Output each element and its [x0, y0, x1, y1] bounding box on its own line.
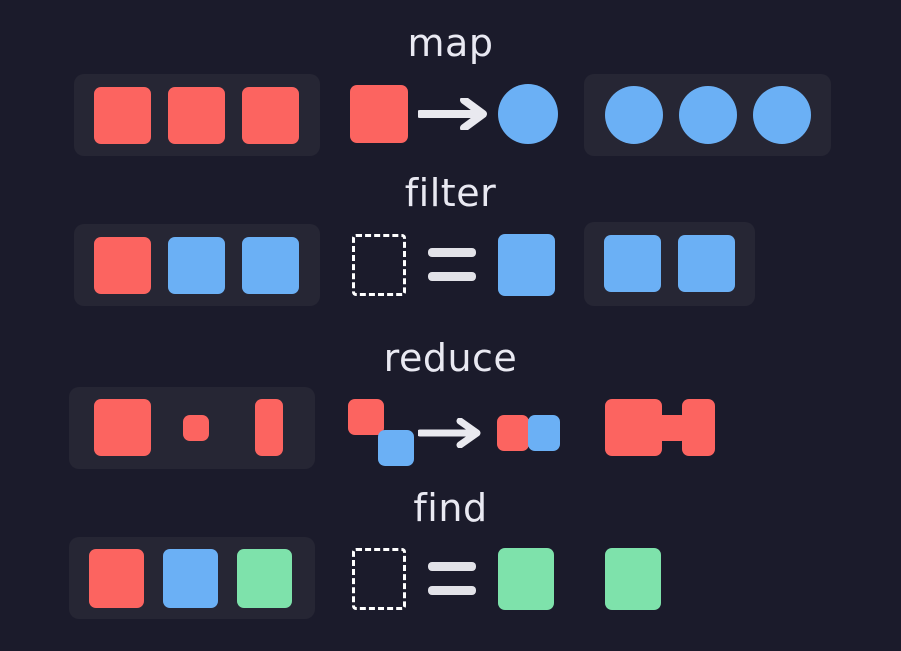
filter-predicate-placeholder — [352, 234, 406, 296]
filter-output-item-1 — [604, 235, 661, 292]
find-input-item-2 — [163, 549, 218, 608]
reduce-input-tray — [69, 387, 315, 469]
equals-bar-bottom — [428, 586, 476, 595]
reduce-input-item-3 — [255, 399, 283, 456]
row-map: map — [0, 22, 901, 172]
filter-input-item-1 — [94, 237, 151, 294]
map-output-tray — [584, 74, 831, 156]
find-input-item-1 — [89, 549, 144, 608]
map-input-item-1 — [94, 87, 151, 144]
find-predicate-value — [498, 548, 554, 610]
find-output-item-1 — [605, 548, 661, 610]
filter-output-item-2 — [678, 235, 735, 292]
reduce-input-item-2 — [183, 415, 209, 441]
equals-icon — [428, 562, 476, 595]
reduce-op-result-red — [497, 415, 529, 451]
reduce-op-result-blue — [528, 415, 560, 451]
filter-output-tray — [584, 222, 755, 306]
find-predicate-placeholder — [352, 548, 406, 610]
map-output-item-3 — [753, 86, 811, 144]
map-input-item-2 — [168, 87, 225, 144]
find-input-tray — [69, 537, 315, 619]
equals-bar-top — [428, 248, 476, 257]
arrow-right-icon — [418, 98, 490, 130]
map-input-item-3 — [242, 87, 299, 144]
map-input-tray — [74, 74, 320, 156]
reduce-output-merged — [605, 387, 721, 469]
arrow-right-icon — [418, 418, 484, 448]
filter-input-item-2 — [168, 237, 225, 294]
row-find: find — [0, 487, 901, 637]
reduce-input-item-1 — [94, 399, 151, 456]
row-label-find: find — [413, 486, 488, 530]
reduce-output-part-1 — [605, 399, 662, 456]
equals-icon — [428, 248, 476, 281]
equals-bar-bottom — [428, 272, 476, 281]
equals-bar-top — [428, 562, 476, 571]
map-output-item-1 — [605, 86, 663, 144]
map-output-item-2 — [679, 86, 737, 144]
reduce-op-acc-red — [348, 399, 384, 435]
row-reduce: reduce — [0, 337, 901, 487]
row-label-filter: filter — [404, 171, 497, 215]
reduce-output-part-3 — [682, 399, 715, 456]
filter-input-item-3 — [242, 237, 299, 294]
filter-predicate-value — [498, 234, 555, 296]
row-label-reduce: reduce — [383, 336, 518, 380]
find-input-item-3 — [237, 549, 292, 608]
row-label-map: map — [407, 21, 494, 65]
filter-input-tray — [74, 224, 320, 306]
map-op-source-square — [350, 85, 408, 143]
map-op-target-circle — [498, 84, 558, 144]
reduce-op-acc-blue — [378, 430, 414, 466]
row-filter: filter — [0, 172, 901, 322]
